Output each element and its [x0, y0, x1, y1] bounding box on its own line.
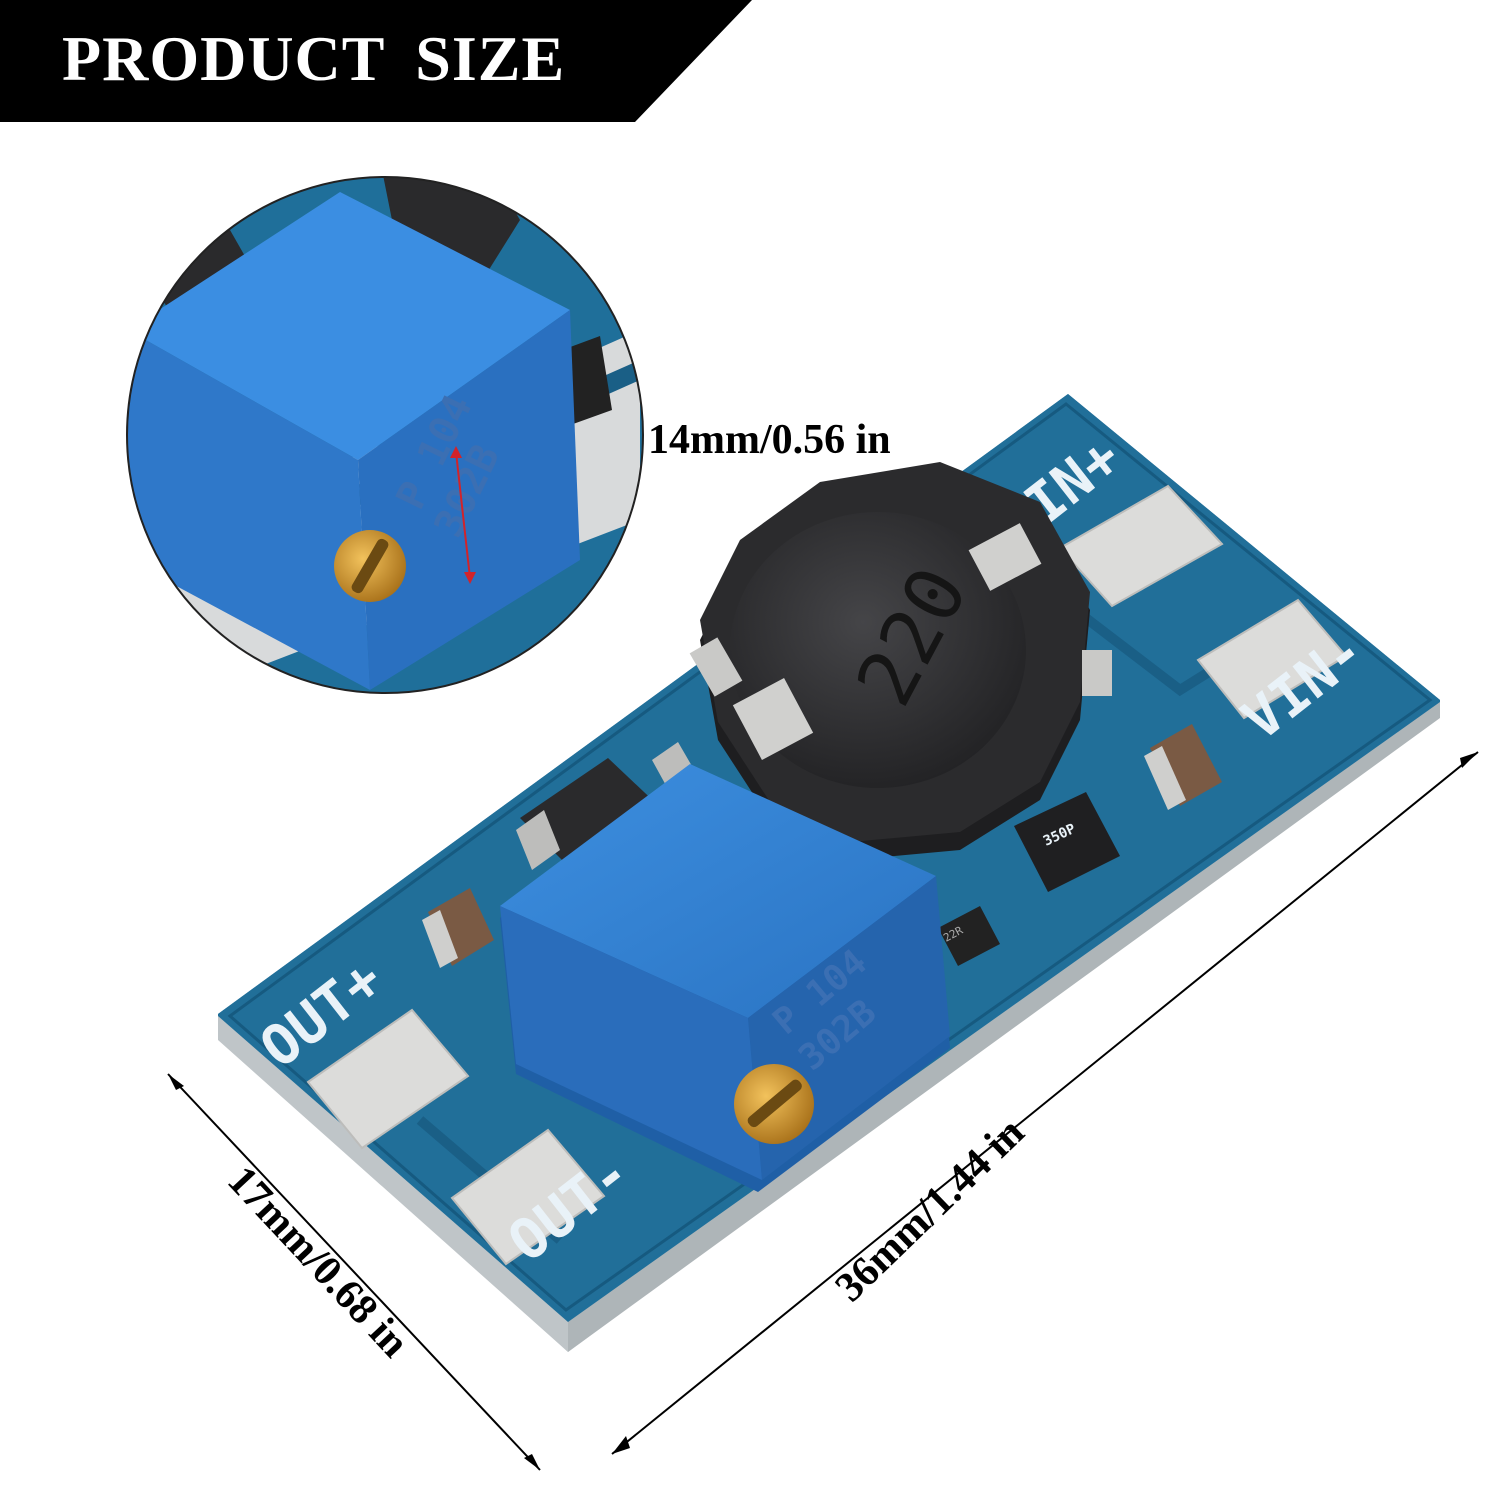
smd-capacitor [422, 888, 494, 968]
dimension-line-width [167, 1073, 541, 1471]
dimension-line-length [611, 751, 1479, 1455]
smd-capacitor [1144, 724, 1222, 810]
smd-resistor: 22R [938, 906, 1000, 966]
solder-pads [306, 484, 1348, 1266]
inductor: 220 [689, 462, 1112, 860]
dimension-label-height: 14mm/0.56 in [648, 417, 891, 463]
potentiometer: P 104 302B [500, 764, 950, 1192]
ic-chip: 350P [1014, 792, 1120, 892]
height-marker [455, 451, 471, 579]
banner-title: PRODUCT SIZE [62, 23, 566, 94]
zoom-inset: P 104 302B [126, 176, 644, 694]
